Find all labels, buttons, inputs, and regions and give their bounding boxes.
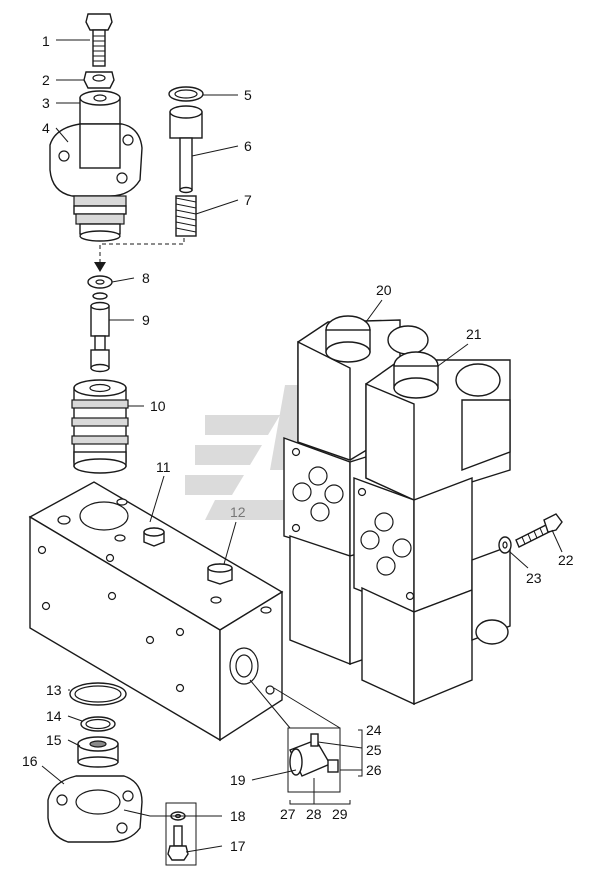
solenoid-valve-21 xyxy=(353,351,511,706)
callout-12: 12 xyxy=(230,504,246,520)
callout-21: 21 xyxy=(466,326,482,342)
spring-7 xyxy=(175,195,197,237)
callout-4: 4 xyxy=(42,120,50,136)
cover-16 xyxy=(47,775,143,843)
spool-9 xyxy=(90,301,110,373)
o-ring-14 xyxy=(80,716,116,732)
callout-8: 8 xyxy=(142,270,150,286)
callout-7: 7 xyxy=(244,192,252,208)
callout-19: 19 xyxy=(230,772,246,788)
callout-labels: 1 2 3 4 5 6 7 8 9 10 11 12 13 14 15 16 1… xyxy=(22,33,574,854)
washer-8 xyxy=(87,275,113,300)
assembly-arrow-icon xyxy=(94,262,106,272)
o-ring-13 xyxy=(69,682,127,706)
callout-15: 15 xyxy=(46,732,62,748)
callout-28: 28 xyxy=(306,806,322,822)
callout-18: 18 xyxy=(230,808,246,824)
callout-16: 16 xyxy=(22,753,38,769)
plug-15 xyxy=(77,736,119,768)
callout-29: 29 xyxy=(332,806,348,822)
callout-6: 6 xyxy=(244,138,252,154)
callout-14: 14 xyxy=(46,708,62,724)
callout-17: 17 xyxy=(230,838,246,854)
callout-5: 5 xyxy=(244,87,252,103)
callout-22: 22 xyxy=(558,552,574,568)
nut-2 xyxy=(83,71,115,89)
lock-washer-23 xyxy=(498,536,512,554)
callout-20: 20 xyxy=(376,282,392,298)
callout-11: 11 xyxy=(156,459,171,475)
callout-3: 3 xyxy=(42,95,50,111)
callout-26: 26 xyxy=(366,762,382,778)
screw-22 xyxy=(515,513,563,548)
callout-13: 13 xyxy=(46,682,62,698)
callout-10: 10 xyxy=(150,398,166,414)
valve-block-11 xyxy=(28,481,284,742)
callout-9: 9 xyxy=(142,312,150,328)
callout-1: 1 xyxy=(42,33,50,49)
callout-25: 25 xyxy=(366,742,382,758)
assembly-dash-line xyxy=(99,238,185,262)
flange-4 xyxy=(49,123,143,242)
o-ring-5 xyxy=(168,86,204,102)
callout-23: 23 xyxy=(526,570,542,586)
sleeve-10 xyxy=(71,379,129,474)
callout-2: 2 xyxy=(42,72,50,88)
leader-lines xyxy=(41,39,563,853)
callout-24: 24 xyxy=(366,722,382,738)
poppet-6 xyxy=(169,105,203,194)
bolt-1 xyxy=(85,13,113,67)
callout-27: 27 xyxy=(280,806,296,822)
fastener-box-17-18 xyxy=(165,802,197,866)
